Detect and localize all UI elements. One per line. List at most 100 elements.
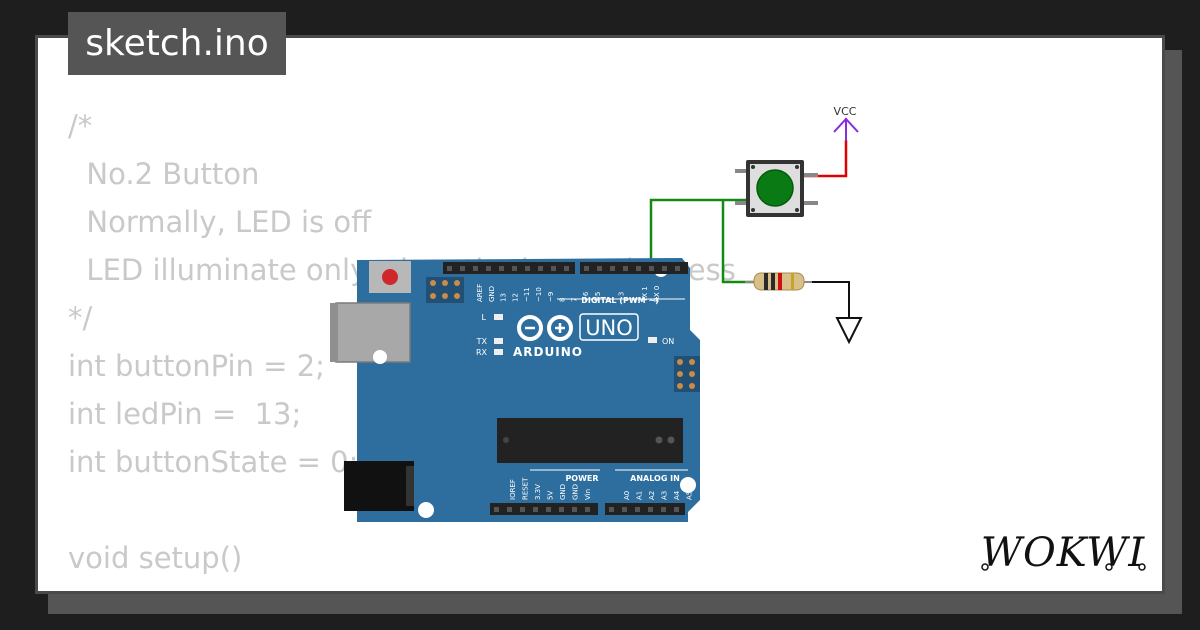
digital-label: DIGITAL (PWM ~): [581, 296, 659, 305]
pin-label: ~3: [618, 292, 626, 302]
header-pin-hole: [610, 266, 615, 271]
analog-label: ANALOG IN: [630, 474, 680, 483]
label-tx: TX: [476, 337, 488, 346]
pin-label: ~9: [547, 292, 555, 302]
header-pin-hole: [585, 507, 590, 512]
header-pin-hole: [674, 507, 679, 512]
board-brand: ARDUINO: [513, 345, 583, 359]
pin-label: IOREF: [509, 479, 517, 500]
wokwi-logo: WOKWI: [981, 530, 1146, 576]
code-line: Normally, LED is off: [68, 205, 372, 239]
header-power: [490, 503, 598, 515]
pin-label: ~5: [594, 292, 602, 302]
pin-label: TX 1: [641, 286, 649, 303]
header-pin-hole: [494, 507, 499, 512]
pin-label: 2: [629, 298, 637, 302]
header-pin-hole: [538, 266, 543, 271]
header-pin-hole: [460, 266, 465, 271]
header-pin-hole: [564, 266, 569, 271]
pin-label: A1: [636, 491, 644, 500]
red-wire-vcc: [804, 140, 848, 178]
header-pin-hole: [649, 266, 654, 271]
pin-label: AREF: [476, 284, 484, 302]
pin-label: GND: [488, 286, 496, 302]
power-label: POWER: [565, 474, 598, 483]
code-line: {: [68, 582, 736, 591]
header-pin-hole: [507, 507, 512, 512]
header-pin-hole: [447, 266, 452, 271]
header-pin-hole: [533, 507, 538, 512]
reset-button: [382, 269, 398, 285]
resistor[interactable]: [745, 272, 812, 291]
pin-label: 13: [500, 293, 508, 302]
vcc-symbol: VCC: [833, 105, 859, 141]
header-pin-hole: [486, 266, 491, 271]
header-pin-hole: [648, 507, 653, 512]
pin-label: 4: [606, 297, 614, 302]
pin-label: ~10: [535, 287, 543, 302]
pin-label: 7: [570, 298, 578, 302]
wokwi-logo-text: WOKWI: [981, 530, 1145, 576]
header-pin-hole: [559, 507, 564, 512]
header-pin-hole: [662, 266, 667, 271]
led-rx: [494, 349, 503, 355]
vcc-label: VCC: [834, 105, 857, 118]
label-rx: RX: [476, 348, 488, 357]
header-pin-hole: [572, 507, 577, 512]
header-pin-hole: [609, 507, 614, 512]
usb-port: [335, 302, 411, 363]
header-pin-hole: [623, 266, 628, 271]
green-wire-pin2: [649, 198, 748, 270]
header-pin-hole: [661, 507, 666, 512]
pin-label: ~6: [582, 291, 590, 302]
header-pin-hole: [635, 507, 640, 512]
power-jack: [344, 461, 414, 511]
code-line: int ledPin = 13;: [68, 397, 302, 431]
pin-label: GND: [572, 484, 580, 500]
code-line: int buttonPin = 2;: [68, 349, 325, 383]
green-wire-resistor: [721, 200, 755, 284]
header-pin-hole: [584, 266, 589, 271]
header-pin-hole: [512, 266, 517, 271]
header-pin-hole: [636, 266, 641, 271]
pin-label: A4: [673, 490, 681, 500]
header-pin-hole: [473, 266, 478, 271]
arduino-logo: [517, 315, 573, 341]
atmega-chip: [497, 418, 683, 463]
pin-label: 3.3V: [534, 484, 542, 500]
pin-label: A3: [661, 491, 669, 500]
board-model: UNO: [585, 316, 633, 340]
pin-label: 12: [511, 293, 519, 302]
filename-tab[interactable]: sketch.ino: [68, 12, 286, 75]
header-pin-hole: [525, 266, 530, 271]
arduino-uno-board[interactable]: L TX RX ON UNO ARDUINO DIGITAL (PWM ~) P…: [330, 258, 700, 522]
header-pin-hole: [675, 266, 680, 271]
pin-label: RX 0: [653, 286, 661, 302]
header-pin-hole: [622, 507, 627, 512]
led-l: [494, 314, 503, 320]
led-on: [648, 337, 657, 343]
pin-label: Vin: [584, 489, 592, 500]
code-line: No.2 Button: [68, 157, 260, 191]
code-line: /*: [68, 109, 93, 143]
header-pin-hole: [551, 266, 556, 271]
black-wire-gnd: [808, 281, 850, 318]
pin-label: ~11: [523, 287, 531, 302]
pin-label: A0: [623, 491, 631, 500]
code-line: */: [68, 301, 93, 335]
header-analog: [605, 503, 685, 515]
pin-label: 5V: [547, 491, 555, 500]
pin-label: GND: [559, 484, 567, 500]
pin-label: 8: [559, 298, 567, 302]
header-pin-hole: [546, 507, 551, 512]
led-tx: [494, 338, 503, 344]
push-button[interactable]: [735, 160, 818, 217]
label-l: L: [482, 313, 487, 322]
pin-label: RESET: [522, 477, 530, 500]
header-pin-hole: [597, 266, 602, 271]
code-line: void setup(): [68, 541, 243, 575]
header-pin-hole: [499, 266, 504, 271]
header-top-right: [580, 262, 688, 274]
button-cap: [756, 169, 794, 207]
pin-label: A2: [648, 491, 656, 500]
